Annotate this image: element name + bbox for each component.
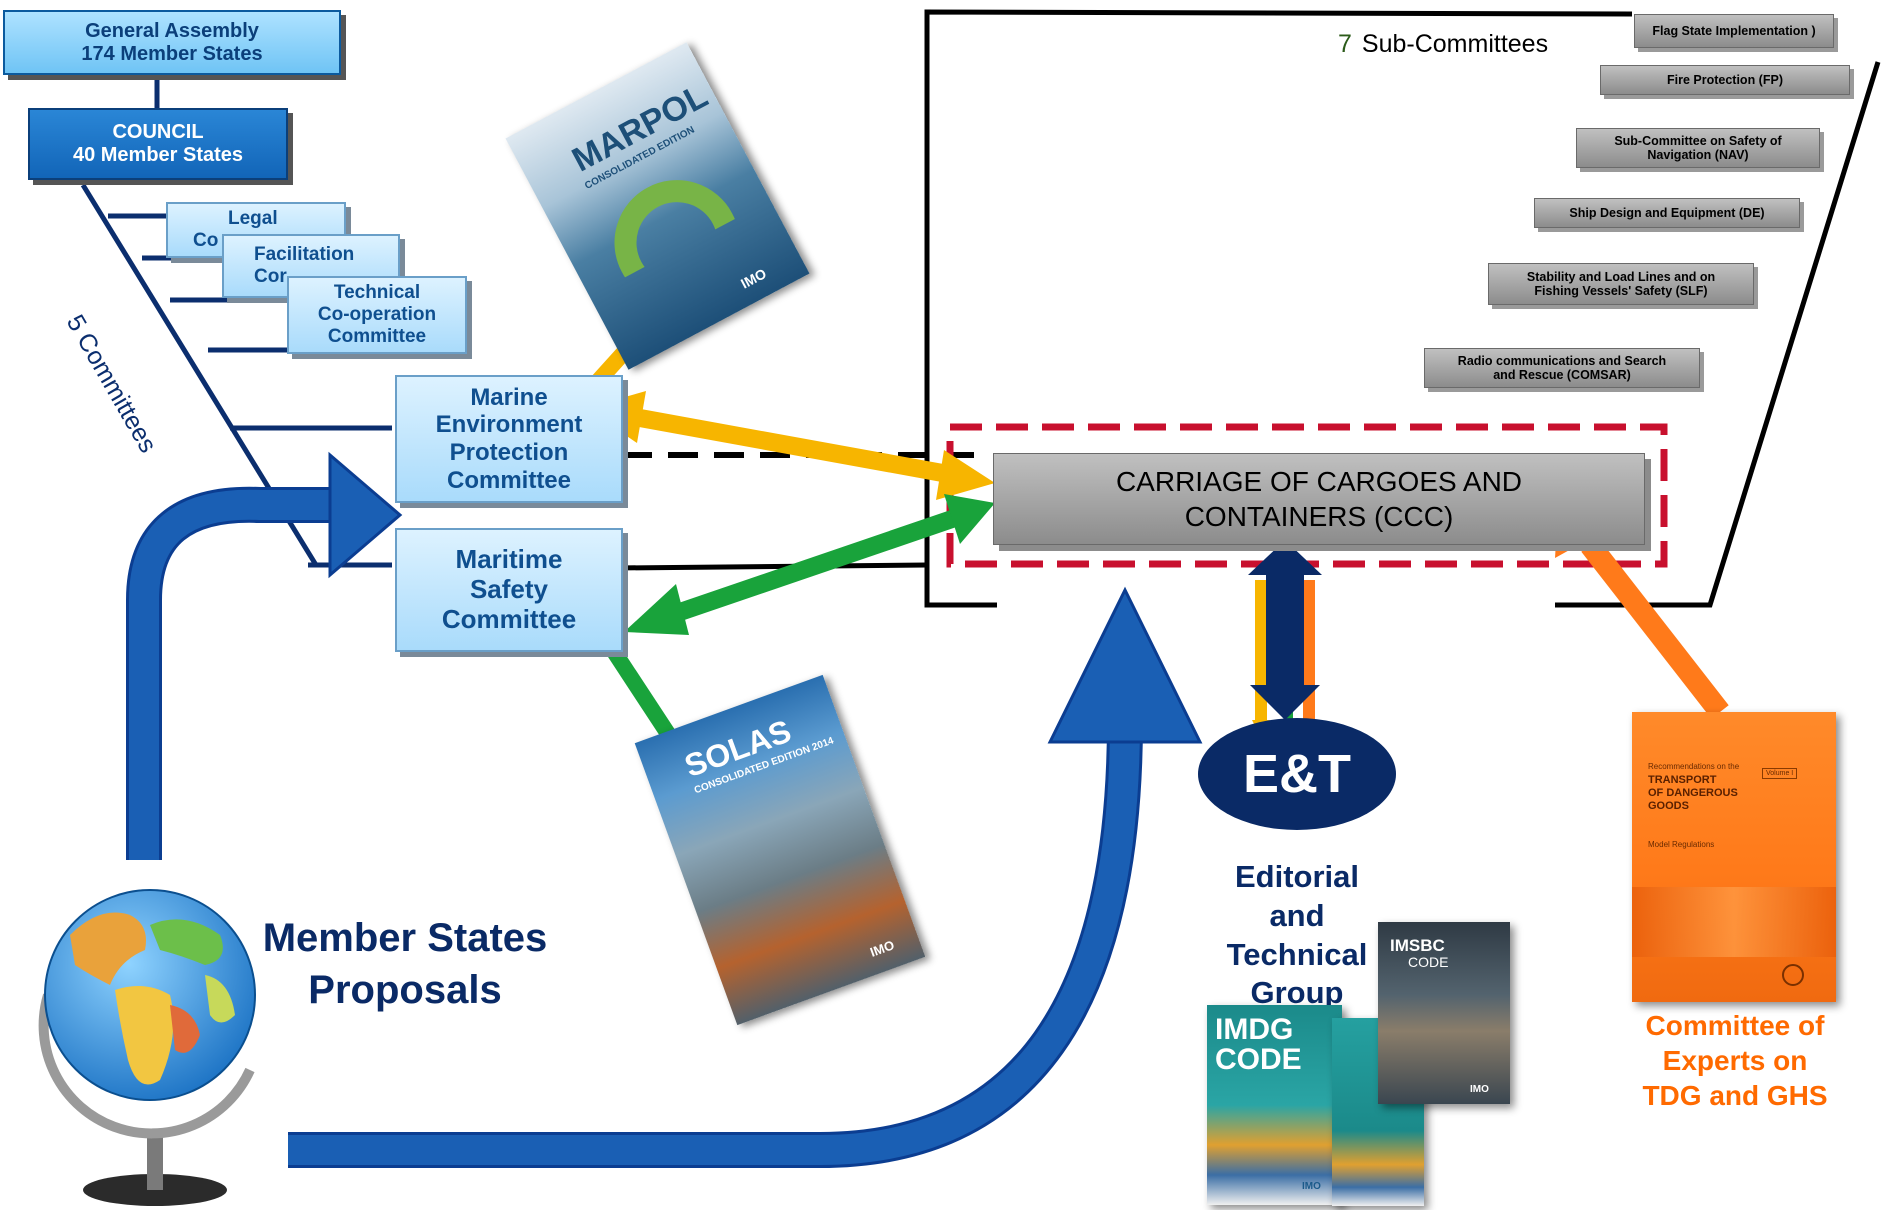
et-line1: Editorial	[1234, 859, 1359, 894]
member-states-line2: Proposals	[308, 968, 502, 1012]
legal-line1: Legal	[228, 208, 278, 230]
mepc-ccc-yellow-arrow	[586, 391, 995, 500]
technical-line2: Co-operation	[317, 304, 437, 326]
tdg-line3: OF DANGEROUS	[1648, 787, 1738, 799]
msc-line1: Maritime	[455, 544, 563, 575]
experts-caption: Committee of Experts on TDG and GHS	[1610, 1008, 1860, 1113]
member-states-proposals: Member States Proposals	[245, 912, 565, 1016]
tdg-line1: Recommendations on the	[1648, 762, 1740, 771]
et-logo-text: E&T	[1243, 744, 1351, 804]
msc-line3: Committee	[441, 603, 577, 634]
member-states-arrow-to-committees	[126, 451, 403, 860]
tdg-volume: Volume I	[1762, 768, 1798, 779]
general-assembly-line1: General Assembly	[85, 19, 259, 42]
technical-cooperation-committee-box: Technical Co-operation Committee	[287, 276, 467, 354]
et-logo: E&T	[1198, 718, 1396, 830]
ccc-et-arrows	[1248, 540, 1322, 740]
council-box: COUNCIL 40 Member States	[28, 108, 288, 180]
et-line2: and	[1269, 897, 1325, 933]
sub-item-label: Sub-Committee on Safety of	[1614, 133, 1782, 148]
sub-item-label-2: and Rescue (COMSAR)	[1493, 368, 1631, 382]
msc-box: Maritime Safety Committee	[395, 528, 623, 652]
sub-item-label: Stability and Load Lines and on	[1526, 269, 1716, 284]
mepc-line2: Environment	[435, 411, 583, 439]
sub-item-label-2: Navigation (NAV)	[1647, 148, 1749, 162]
mepc-line3: Protection	[449, 439, 569, 466]
facilitation-line2: Cor	[254, 266, 287, 287]
tdg-book-cover: Recommendations on the TRANSPORT OF DANG…	[1632, 712, 1836, 1002]
marpol-ring	[592, 158, 761, 327]
mepc-line1: Marine	[470, 383, 548, 411]
experts-line2: Experts on	[1662, 1045, 1808, 1076]
tdg-hazard-band	[1632, 887, 1836, 957]
msc-line2: Safety	[469, 574, 549, 605]
sub-item-ship-design: Ship Design and Equipment (DE)	[1534, 198, 1800, 228]
imsbc-title-1: IMSBC	[1390, 936, 1445, 955]
msc-frame-link	[615, 562, 928, 571]
imsbc-book-cover: IMSBC CODE IMO	[1378, 922, 1510, 1104]
subcommittee-bracket	[924, 9, 1881, 608]
legal-line2: Co	[193, 230, 219, 251]
et-line4: Group	[1250, 975, 1344, 1011]
member-states-line1: Member States	[262, 916, 548, 960]
general-assembly-line2: 174 Member States	[81, 42, 263, 65]
imdg-book-cover: IMDG CODE IMO	[1207, 1005, 1342, 1205]
tdg-line2: TRANSPORT	[1648, 774, 1717, 786]
sub-item-label: Ship Design and Equipment (DE)	[1569, 205, 1765, 220]
globe-icon	[38, 889, 256, 1206]
et-caption: Editorial and Technical Group	[1190, 858, 1404, 1013]
general-assembly-box: General Assembly 174 Member States	[3, 10, 341, 75]
sub-item-label-2: Fishing Vessels' Safety (SLF)	[1534, 284, 1708, 298]
experts-line1: Committee of	[1645, 1010, 1825, 1041]
member-states-arrow-to-ccc	[288, 586, 1203, 1168]
mepc-line4: Committee	[446, 466, 572, 494]
imsbc-title-2: CODE	[1408, 954, 1449, 970]
ccc-box: CARRIAGE OF CARGOES AND CONTAINERS (CCC)	[993, 453, 1645, 545]
un-emblem-icon	[1782, 964, 1804, 986]
technical-line1: Technical	[333, 282, 421, 304]
msc-ccc-green-arrow	[624, 494, 995, 635]
technical-line3: Committee	[327, 325, 427, 347]
sub-item-label: Fire Protection (FP)	[1667, 72, 1783, 87]
subcommittees-number: 7	[1338, 30, 1352, 58]
experts-line3: TDG and GHS	[1642, 1080, 1828, 1111]
ccc-line2: CONTAINERS (CCC)	[1184, 501, 1454, 532]
sub-item-comsar: Radio communications and Search and Resc…	[1424, 348, 1700, 388]
et-line3: Technical	[1226, 936, 1368, 972]
imsbc-brand: IMO	[1470, 1084, 1489, 1095]
facilitation-line1: Facilitation	[254, 244, 355, 266]
solas-brand: IMO	[868, 937, 897, 960]
sub-item-label: Radio communications and Search	[1457, 353, 1667, 368]
imdg-title-1: IMDG	[1215, 1013, 1294, 1046]
tdg-line4: GOODS	[1648, 800, 1689, 812]
imdg-title-2: CODE	[1215, 1043, 1302, 1076]
sub-item-label: Flag State Implementation )	[1652, 23, 1816, 38]
sub-item-fire-protection: Fire Protection (FP)	[1600, 65, 1850, 95]
tdg-line5: Model Regulations	[1648, 840, 1715, 849]
mepc-box: Marine Environment Protection Committee	[395, 375, 623, 503]
sub-item-stability: Stability and Load Lines and on Fishing …	[1488, 263, 1754, 305]
council-line1: COUNCIL	[112, 121, 204, 143]
sub-item-navigation: Sub-Committee on Safety of Navigation (N…	[1576, 128, 1820, 168]
imdg-brand: IMO	[1302, 1181, 1321, 1192]
subcommittees-title: 7 Sub-Committees	[1338, 30, 1548, 59]
sub-item-flag-state: Flag State Implementation )	[1634, 14, 1834, 48]
council-line2: 40 Member States	[72, 144, 244, 166]
marpol-brand: IMO	[738, 265, 769, 292]
ccc-line1: CARRIAGE OF CARGOES AND	[1115, 466, 1523, 497]
subcommittees-label: Sub-Committees	[1361, 30, 1549, 58]
